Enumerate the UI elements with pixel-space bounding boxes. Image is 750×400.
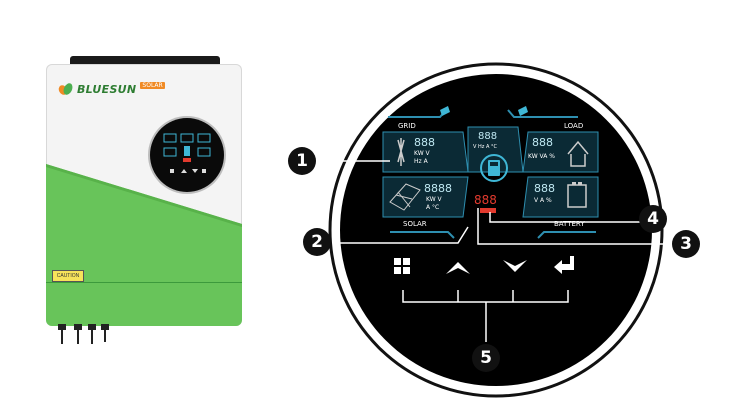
grid-label: GRID	[398, 122, 416, 130]
load-label: LOAD	[564, 122, 583, 130]
enter-icon	[554, 256, 574, 274]
fault-code-display: 888	[474, 193, 497, 213]
solar-units: KW V	[426, 196, 443, 203]
control-buttons	[394, 256, 574, 274]
load-readout: 888	[532, 136, 553, 149]
brand-subtitle: SOLAR	[140, 81, 165, 89]
fault-code-readout: 888	[474, 193, 497, 207]
inverter-body	[46, 64, 242, 326]
center-section: 888 V Hz A °C	[467, 126, 524, 182]
callout-5: 5	[472, 344, 500, 372]
down-button[interactable]	[503, 260, 527, 272]
solar-panel-icon	[389, 183, 421, 211]
grid-tower-icon	[397, 138, 405, 166]
grid-section: GRID 888 KW V Hz A	[382, 106, 469, 173]
arrow-down-icon	[503, 260, 527, 272]
lcd-bottom-bar	[390, 231, 596, 239]
arrow-up-icon	[446, 262, 470, 274]
battery-units: V A %	[534, 197, 552, 204]
menu-button[interactable]	[394, 258, 410, 274]
battery-icon	[567, 184, 587, 208]
body-divider	[46, 282, 242, 283]
mini-lcd-display	[150, 118, 224, 192]
inverter-unit: BLUESUN SOLAR CAUTION	[0, 0, 260, 400]
battery-label: BATTERY	[554, 220, 585, 228]
battery-readout: 888	[534, 182, 555, 195]
brand-name: BLUESUN	[77, 82, 137, 96]
grid-menu-icon	[394, 258, 401, 265]
load-section: LOAD 888 KW VA %	[518, 106, 599, 173]
brand-leaf-icon	[58, 83, 73, 95]
load-indicator-icon	[518, 106, 528, 116]
brand-logo: BLUESUN SOLAR	[58, 81, 165, 96]
center-readout: 888	[478, 131, 497, 142]
load-units: KW VA %	[528, 153, 555, 160]
callout-leader-lines	[328, 160, 664, 342]
solar-label: SOLAR	[403, 220, 427, 228]
warning-indicator	[480, 208, 496, 213]
inverter-status-ring	[480, 154, 508, 182]
enter-button[interactable]	[554, 256, 574, 274]
grid-indicator-icon	[440, 106, 450, 116]
callout-4: 4	[639, 205, 667, 233]
solar-units-2: A °C	[426, 204, 439, 211]
callout-2: 2	[303, 228, 331, 256]
warning-label: CAUTION	[52, 270, 84, 282]
solar-section: SOLAR 8888 KW V A °C	[382, 176, 469, 228]
mounting-bracket	[70, 56, 220, 66]
grid-readout: 888	[414, 136, 435, 149]
callout-3: 3	[672, 230, 700, 258]
house-icon	[567, 140, 589, 167]
grid-units: KW V	[414, 150, 431, 157]
grid-units-2: Hz A	[414, 158, 429, 165]
callout-1: 1	[288, 147, 316, 175]
solar-readout: 8888	[424, 182, 452, 195]
battery-section: BATTERY 888 V A %	[522, 176, 599, 228]
cable-connectors	[58, 324, 109, 344]
up-button[interactable]	[446, 262, 470, 274]
center-units: V Hz A °C	[473, 144, 497, 150]
zoomed-lcd-display: GRID 888 KW V Hz A LOAD 888 KW VA % 888 …	[328, 62, 664, 398]
